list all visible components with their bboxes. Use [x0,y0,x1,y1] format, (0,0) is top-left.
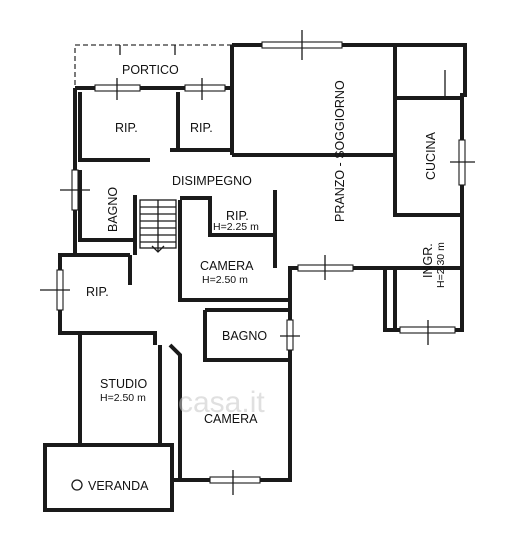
label-veranda: VERANDA [88,479,149,493]
interior-walls-middle [75,170,292,302]
label-disimpegno: DISIMPEGNO [172,174,252,188]
label-bagno-1: BAGNO [106,187,120,232]
label-rip-2: RIP. [190,121,213,135]
label-rip-4: RIP. [86,285,109,299]
veranda-wall [43,443,174,512]
label-camera-2: CAMERA [204,412,258,426]
interior-walls-upper [75,45,462,217]
staircase [139,199,177,253]
interior-walls-lower [80,266,462,480]
label-rip-1: RIP. [115,121,138,135]
veranda-marker-icon [71,479,83,491]
label-pranzo-soggiorno: PRANZO - SOGGIORNO [333,80,347,222]
label-bagno-2: BAGNO [222,329,267,343]
label-ingr: INGR. [421,243,435,278]
window-markers [40,30,475,495]
label-camera-1-height: H=2.50 m [202,274,248,286]
label-cucina: CUCINA [424,131,438,180]
label-camera-1: CAMERA [200,259,254,273]
label-studio: STUDIO [100,377,148,391]
label-ingr-height: H=2.30 m [435,242,447,288]
watermark: casa.it [178,386,265,419]
label-portico: PORTICO [122,63,179,77]
label-studio-height: H=2.50 m [100,392,146,404]
label-rip-3: RIP. [226,209,249,223]
label-rip-3-height: H=2.25 m [213,221,259,233]
